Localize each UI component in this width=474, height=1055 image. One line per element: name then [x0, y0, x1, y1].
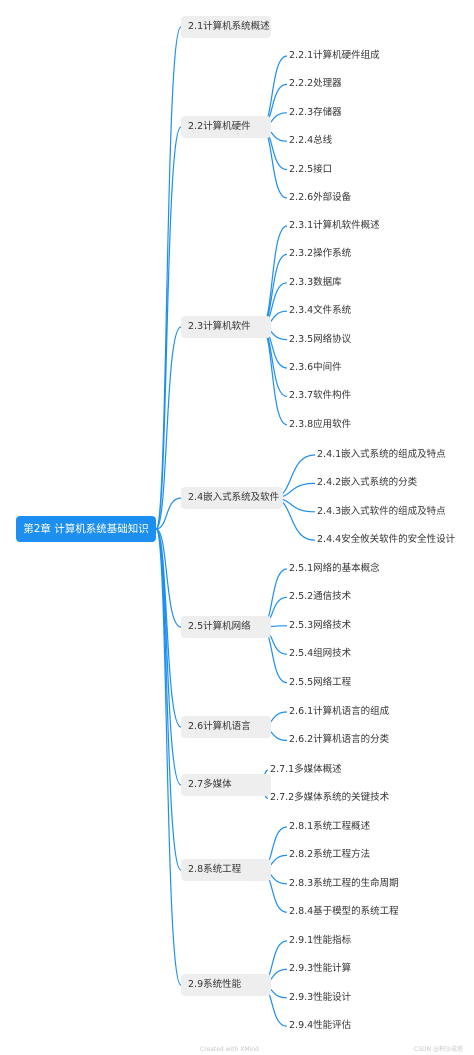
subtopic-3-2[interactable]: 2.3.2操作系统: [289, 248, 352, 260]
subtopic-8-4[interactable]: 2.8.4基于模型的系统工程: [289, 906, 399, 918]
subtopic-3-7[interactable]: 2.3.7软件构件: [289, 390, 352, 402]
branch-topic-6[interactable]: 2.6计算机语言: [181, 716, 271, 738]
subtopic-2-3[interactable]: 2.2.3存储器: [289, 106, 342, 118]
root-link-2: [155, 126, 182, 530]
subtopic-3-4[interactable]: 2.3.4文件系统: [289, 305, 352, 317]
subtopic-3-3[interactable]: 2.3.3数据库: [289, 276, 342, 288]
subtopic-2-5[interactable]: 2.2.5接口: [289, 163, 333, 175]
subtopic-9-1[interactable]: 2.9.1性能指标: [289, 935, 352, 946]
subtopic-7-1[interactable]: 2.7.1多媒体概述: [270, 764, 342, 775]
subtopic-3-8[interactable]: 2.3.8应用软件: [289, 418, 352, 430]
branch-topic-7[interactable]: 2.7多媒体: [181, 774, 271, 796]
subtopic-5-3[interactable]: 2.5.3网络技术: [289, 619, 352, 631]
subtopic-5-5[interactable]: 2.5.5网络工程: [289, 676, 352, 688]
branch-topic-9[interactable]: 2.9系统性能: [181, 974, 271, 996]
child-link-3-8: [260, 326, 288, 426]
subtopic-3-1[interactable]: 2.3.1计算机软件概述: [289, 220, 380, 231]
root-link-3: [155, 326, 182, 530]
subtopic-3-5[interactable]: 2.3.5网络协议: [289, 333, 352, 345]
watermark-right: CSDN @积沙成塔: [414, 1046, 464, 1053]
subtopic-8-2[interactable]: 2.8.2系统工程方法: [289, 849, 371, 861]
root-link-9: [155, 528, 182, 986]
root-link-5: [155, 528, 182, 628]
subtopic-2-1[interactable]: 2.2.1计算机硬件组成: [289, 50, 380, 61]
root-topic[interactable]: 第2章 计算机系统基础知识: [16, 516, 156, 542]
subtopic-9-4[interactable]: 2.9.4性能评估: [289, 1020, 352, 1032]
subtopic-9-2[interactable]: 2.9.3性能计算: [289, 963, 352, 975]
subtopic-6-1[interactable]: 2.6.1计算机语言的组成: [289, 706, 390, 717]
subtopic-5-2[interactable]: 2.5.2通信技术: [289, 591, 352, 603]
branch-topic-3[interactable]: 2.3计算机软件: [181, 316, 271, 338]
root-link-4: [155, 497, 182, 530]
branch-topic-5[interactable]: 2.5计算机网络: [181, 616, 271, 638]
branch-topic-2[interactable]: 2.2计算机硬件: [181, 116, 271, 138]
subtopic-5-1[interactable]: 2.5.1网络的基本概念: [289, 563, 380, 574]
subtopic-4-3[interactable]: 2.4.3嵌入式软件的组成及特点: [317, 505, 446, 517]
subtopic-2-2[interactable]: 2.2.2处理器: [289, 78, 342, 90]
subtopic-2-6[interactable]: 2.2.6外部设备: [289, 192, 352, 203]
watermark-center: Created with XMind: [200, 1046, 259, 1053]
branch-topic-1[interactable]: 2.1计算机系统概述: [181, 16, 271, 38]
subtopic-9-3[interactable]: 2.9.3性能设计: [289, 991, 352, 1003]
subtopic-4-1[interactable]: 2.4.1嵌入式系统的组成及特点: [317, 449, 446, 460]
subtopic-8-1[interactable]: 2.8.1系统工程概述: [289, 821, 371, 832]
subtopic-2-4[interactable]: 2.2.4总线: [289, 135, 333, 147]
subtopic-6-2[interactable]: 2.6.2计算机语言的分类: [289, 734, 390, 746]
subtopic-4-2[interactable]: 2.4.2嵌入式系统的分类: [317, 477, 418, 489]
branch-topic-8[interactable]: 2.8系统工程: [181, 859, 271, 881]
subtopic-5-4[interactable]: 2.5.4组网技术: [289, 648, 352, 660]
subtopic-8-3[interactable]: 2.8.3系统工程的生命周期: [289, 877, 399, 889]
subtopic-3-6[interactable]: 2.3.6中间件: [289, 362, 342, 373]
subtopic-4-4[interactable]: 2.4.4安全攸关软件的安全性设计: [317, 534, 456, 546]
subtopic-7-2[interactable]: 2.7.2多媒体系统的关键技术: [270, 792, 390, 804]
branch-topic-4[interactable]: 2.4嵌入式系统及软件: [181, 487, 283, 509]
